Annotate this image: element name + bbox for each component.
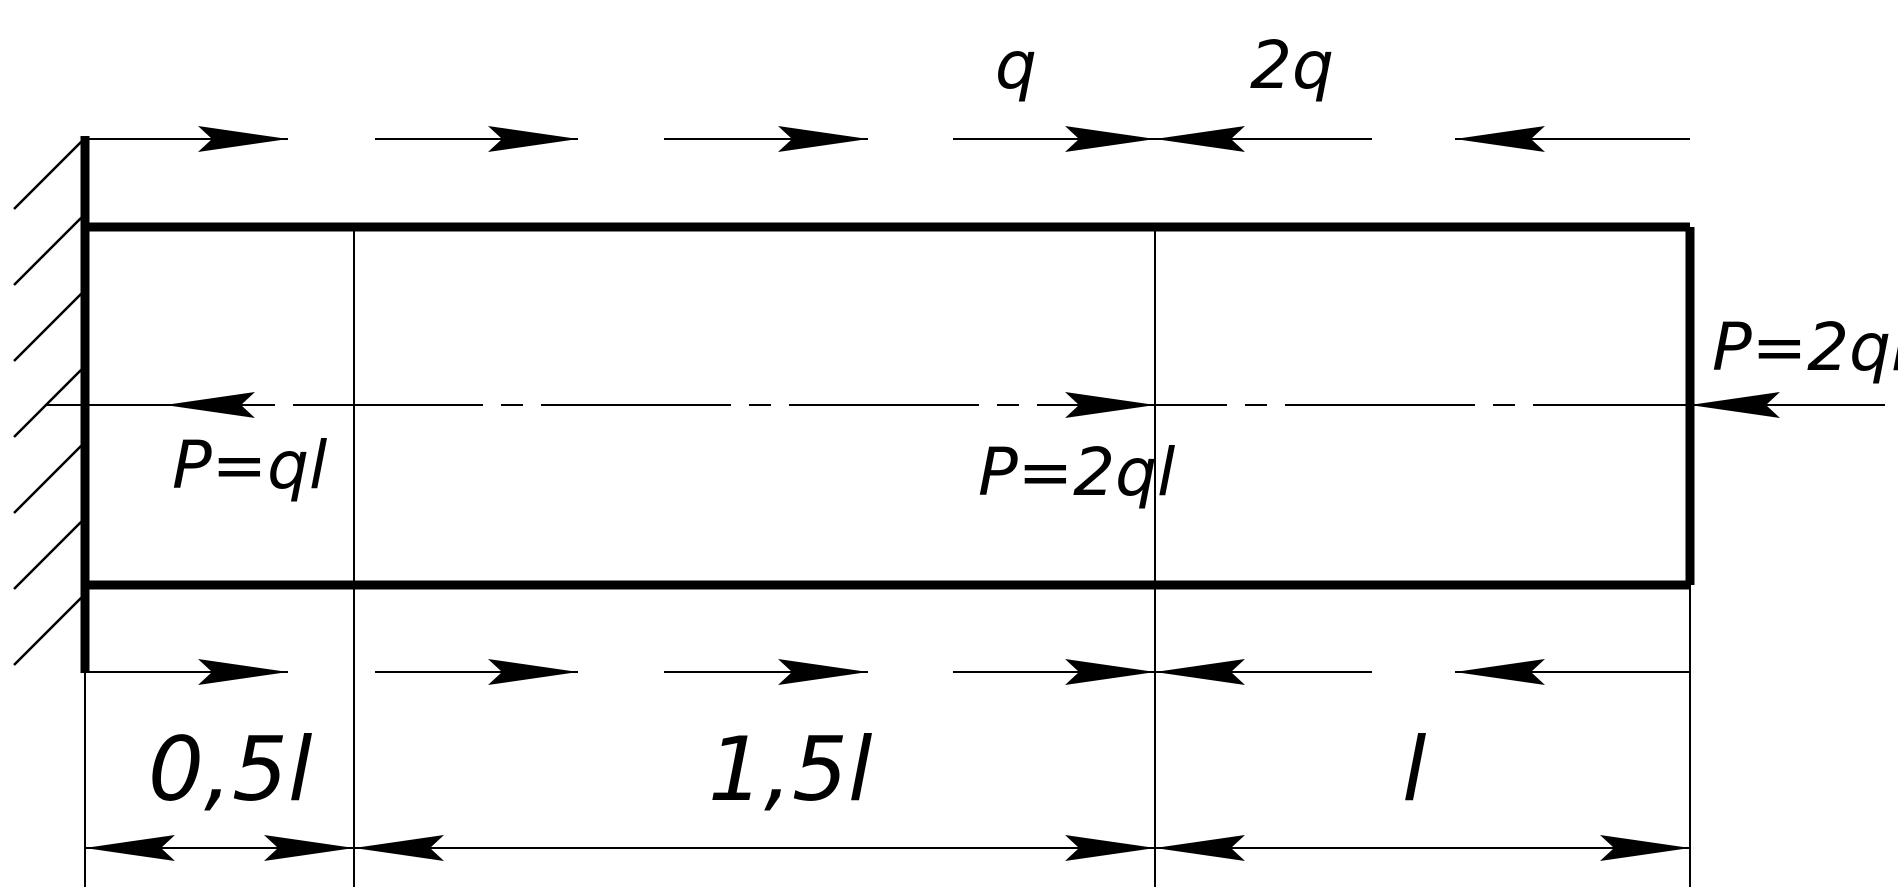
label-q: q	[995, 27, 1037, 104]
label-force-left: P=ql	[172, 427, 328, 504]
section-lines	[84, 227, 1691, 887]
dimension-seg2: 1,5l	[708, 718, 873, 821]
label-2q: 2q	[1250, 27, 1334, 104]
dimension-seg3: l	[1402, 718, 1427, 821]
wall-hatching	[13, 137, 86, 666]
dimension-seg1: 0,5l	[148, 718, 313, 821]
label-force-mid: P=2ql	[978, 434, 1176, 511]
label-force-right: P=2ql	[1712, 309, 1898, 386]
